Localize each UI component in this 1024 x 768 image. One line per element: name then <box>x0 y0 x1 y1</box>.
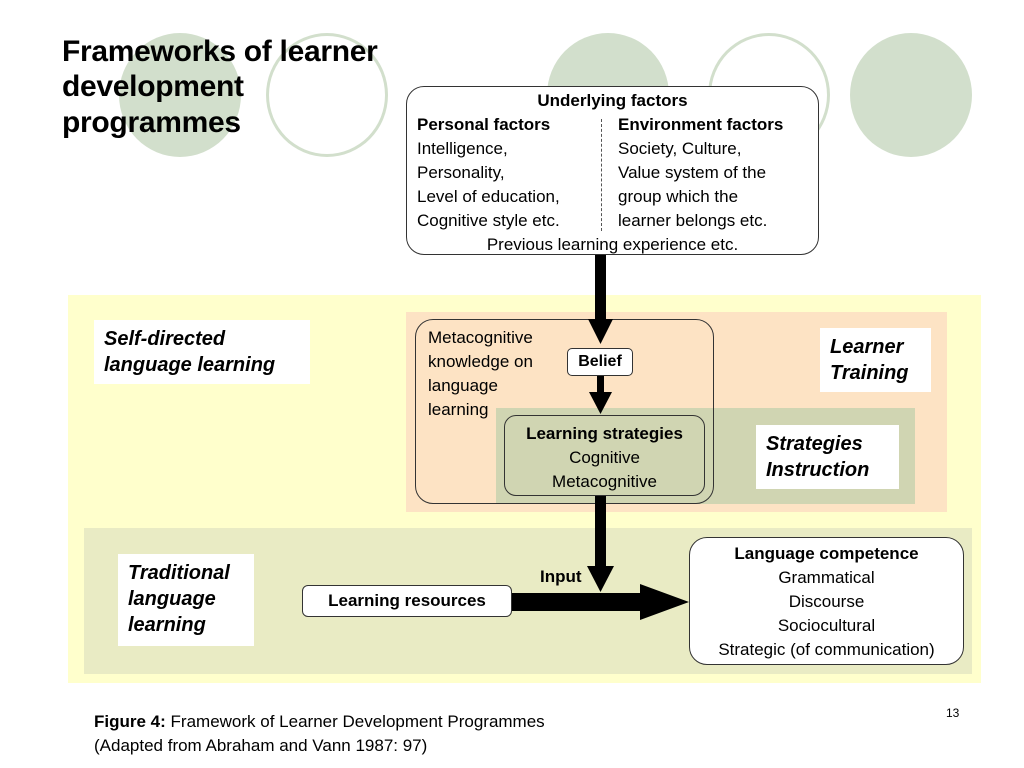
metacognitive-line: learning <box>428 400 489 419</box>
metacognitive-line: Metacognitive <box>428 328 533 347</box>
environment-factors-heading: Environment factors <box>618 115 784 134</box>
language-competence-box: Language competence Grammatical Discours… <box>689 537 964 665</box>
personal-factor-item: Level of education, <box>417 187 560 206</box>
belief-box: Belief <box>567 348 633 376</box>
arrow-head-underlying-to-belief <box>588 319 613 344</box>
figure-caption: Figure 4: Framework of Learner Developme… <box>94 710 545 758</box>
personal-factors-column: Personal factors Intelligence, Personali… <box>417 113 560 233</box>
metacognitive-knowledge-box <box>415 319 714 504</box>
environment-factor-item: Society, Culture, <box>618 139 742 158</box>
underlying-factors-footer: Previous learning experience etc. <box>486 235 739 254</box>
decorative-circle <box>266 33 388 157</box>
arrow-head-resources-to-competence <box>640 584 689 620</box>
environment-factor-item: Value system of the <box>618 163 767 182</box>
arrow-shaft-belief-to-strategies <box>597 376 604 394</box>
environment-factor-item: learner belongs etc. <box>618 211 768 230</box>
underlying-factors-heading: Underlying factors <box>537 91 688 110</box>
personal-factor-item: Personality, <box>417 163 505 182</box>
strategies-instruction-label: Strategies Instruction <box>756 425 899 489</box>
learning-strategy-item: Metacognitive <box>552 472 657 491</box>
page-number: 13 <box>946 706 960 720</box>
competence-item: Grammatical <box>778 568 875 587</box>
slide-title: Frameworks of learner development progra… <box>62 35 378 139</box>
traditional-learning-label: Traditional language learning <box>118 554 254 646</box>
decorative-circle <box>850 33 972 157</box>
learning-strategies-box: Learning strategies Cognitive Metacognit… <box>504 415 705 496</box>
learning-strategies-heading: Learning strategies <box>526 424 683 443</box>
figure-label: Figure 4: <box>94 712 166 731</box>
language-competence-heading: Language competence <box>734 544 919 563</box>
metacognitive-line: knowledge on <box>428 352 533 371</box>
personal-factor-item: Intelligence, <box>417 139 508 158</box>
column-divider <box>601 119 602 231</box>
arrow-head-belief-to-strategies <box>589 392 612 414</box>
metacognitive-knowledge-text: Metacognitive knowledge on language lear… <box>428 326 533 422</box>
figure-title: Framework of Learner Development Program… <box>170 712 545 731</box>
metacognitive-line: language <box>428 376 498 395</box>
input-label: Input <box>540 567 582 586</box>
competence-item: Sociocultural <box>777 616 876 635</box>
competence-item: Discourse <box>788 592 865 611</box>
personal-factors-heading: Personal factors <box>417 115 551 134</box>
figure-source: (Adapted from Abraham and Vann 1987: 97) <box>94 736 428 755</box>
learning-strategy-item: Cognitive <box>569 448 640 467</box>
underlying-factors-box: Underlying factors Personal factors Inte… <box>406 86 819 255</box>
learner-training-label: Learner Training <box>820 328 931 392</box>
self-directed-label: Self-directed language learning <box>94 320 310 384</box>
competence-item: Strategic (of communication) <box>718 640 935 659</box>
environment-factors-column: Environment factors Society, Culture, Va… <box>618 113 783 233</box>
arrow-head-strategies-to-input <box>587 566 614 592</box>
learning-resources-box: Learning resources <box>302 585 512 617</box>
environment-factor-item: group which the <box>618 187 739 206</box>
decorative-circle <box>119 33 241 157</box>
arrow-shaft-underlying-to-belief <box>595 255 606 321</box>
arrow-shaft-resources-to-competence <box>512 593 642 611</box>
arrow-shaft-strategies-to-input <box>595 496 606 568</box>
personal-factor-item: Cognitive style etc. <box>417 211 560 230</box>
